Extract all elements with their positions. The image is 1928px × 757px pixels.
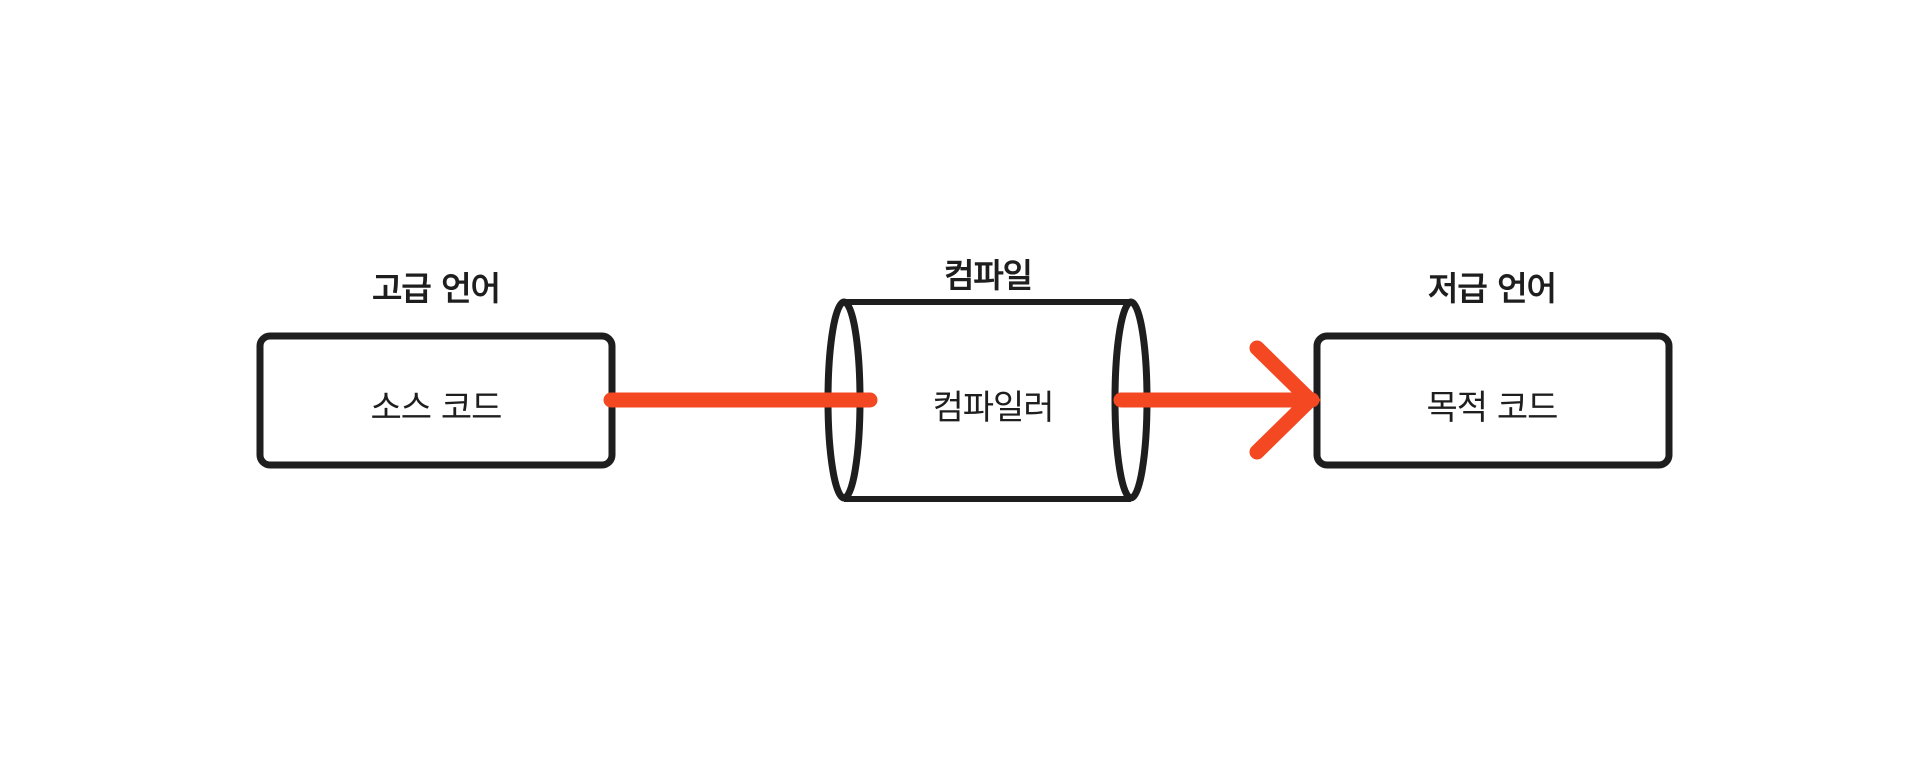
compiler-label: 컴파일러	[932, 388, 1054, 428]
target-code-label: 목적 코드	[1426, 388, 1559, 428]
source-heading: 고급 언어	[372, 269, 501, 308]
output-flow-arrow	[1113, 340, 1321, 460]
target-heading: 저급 언어	[1428, 269, 1557, 308]
source-code-label: 소스 코드	[370, 388, 503, 428]
arrow-head-icon	[1249, 340, 1321, 460]
cylinder-body	[844, 299, 1131, 502]
compiler-heading: 컴파일	[943, 256, 1033, 295]
